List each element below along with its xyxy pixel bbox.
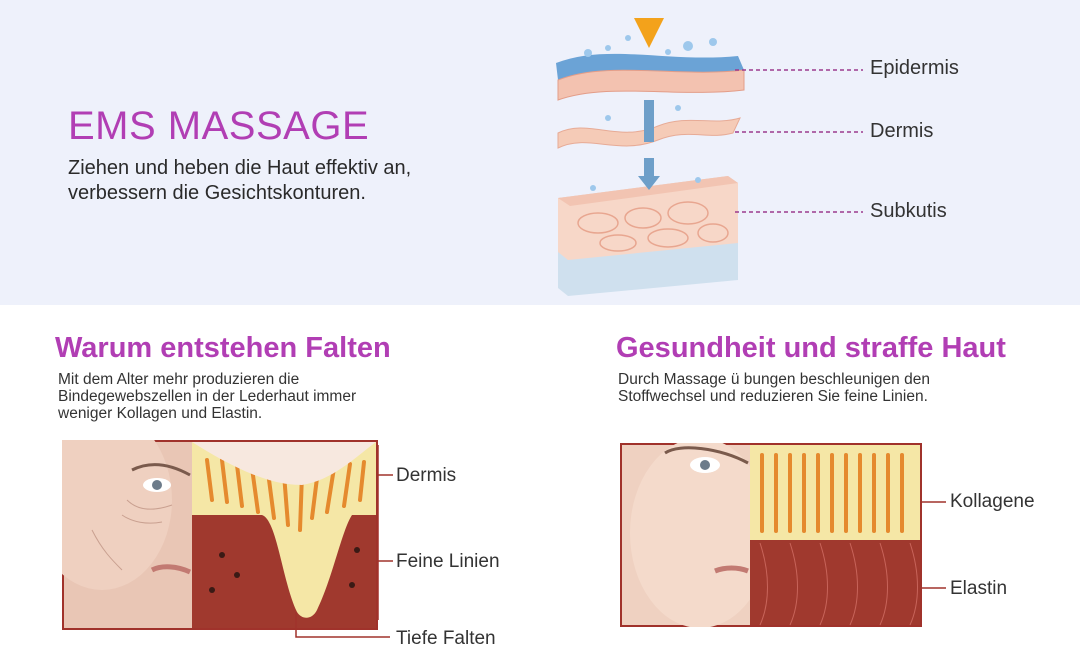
healthy-skin-description: Durch Massage ü bungen beschleunigen den…	[618, 371, 930, 405]
wrinkles-desc-line-3: weniger Kollagen und Elastin.	[58, 405, 263, 422]
skin-layers-illustration	[556, 18, 745, 296]
healthy-skin-heading: Gesundheit und straffe Haut	[616, 332, 1006, 364]
aged-skin-illustration	[62, 440, 378, 630]
layer-leader-lines	[735, 69, 863, 213]
ems-banner	[0, 0, 1080, 305]
label-elastin: Elastin	[950, 578, 1008, 599]
healthy-desc-line-2: Stoffwechsel und reduzieren Sie feine Li…	[618, 388, 928, 405]
wrinkles-desc-line-2: Bindegewebszellen in der Lederhaut immer	[58, 388, 357, 405]
layer-label-epidermis: Epidermis	[870, 57, 959, 79]
ems-subtitle: Ziehen und heben die Haut effektiv an, v…	[68, 156, 488, 206]
wrinkles-desc-line-1: Mit dem Alter mehr produzieren die	[58, 371, 300, 388]
wrinkles-description: Mit dem Alter mehr produzieren die Binde…	[58, 371, 356, 422]
label-dermis: Dermis	[396, 465, 457, 486]
label-deep-wrinkles: Tiefe Falten	[396, 628, 496, 649]
layer-label-subkutis: Subkutis	[870, 200, 947, 222]
label-fine-lines: Feine Linien	[396, 551, 500, 572]
wrinkle-leader-lines	[377, 445, 393, 620]
ems-subtitle-line-1: Ziehen und heben die Haut effektiv an,	[68, 157, 412, 179]
label-collagen: Kollagene	[950, 491, 1035, 512]
wrinkles-heading: Warum entstehen Falten	[55, 332, 391, 364]
layer-label-dermis: Dermis	[870, 120, 934, 142]
ems-subtitle-line-2: verbessern die Gesichtskonturen.	[68, 182, 366, 204]
healthy-leader-lines	[920, 501, 946, 589]
ems-title: EMS MASSAGE	[68, 104, 370, 148]
healthy-skin-illustration	[620, 443, 922, 627]
deep-wrinkle-leader	[295, 612, 390, 638]
healthy-desc-line-1: Durch Massage ü bungen beschleunigen den	[618, 371, 930, 388]
